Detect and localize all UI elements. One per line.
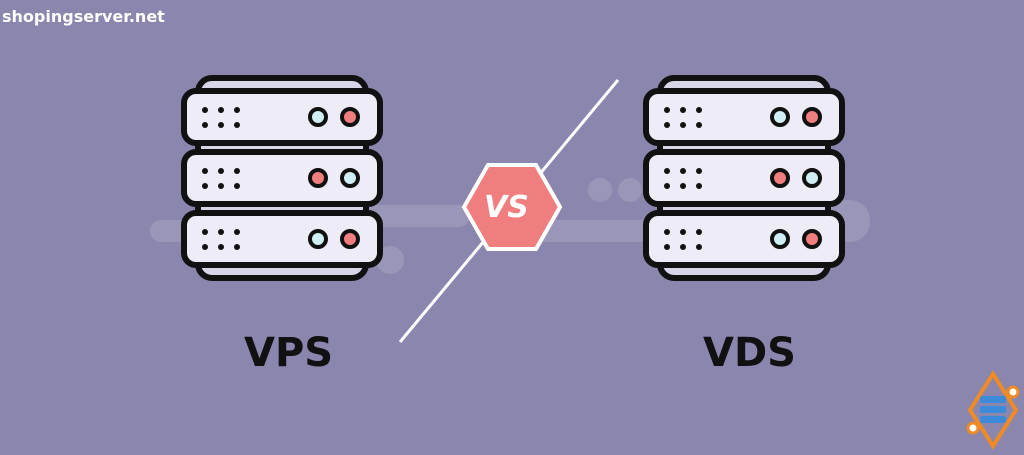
server-unit-2: [181, 149, 383, 207]
vps-server-icon: [181, 75, 383, 281]
vds-server-icon: [643, 75, 845, 281]
server-unit-1: [643, 88, 845, 146]
led-red: [340, 107, 360, 127]
led-blue: [308, 107, 328, 127]
led-red: [770, 168, 790, 188]
led-blue: [770, 229, 790, 249]
led-blue: [308, 229, 328, 249]
led-blue: [770, 107, 790, 127]
led-blue: [802, 168, 822, 188]
led-red: [340, 229, 360, 249]
server-unit-1: [181, 88, 383, 146]
server-unit-3: [643, 210, 845, 268]
brand-logo-icon: [966, 370, 1020, 450]
vps-label: VPS: [244, 330, 334, 376]
vs-label: VS: [484, 190, 529, 225]
led-red: [802, 107, 822, 127]
site-label: shopingserver.net: [2, 7, 165, 26]
vds-label: VDS: [703, 330, 796, 376]
led-blue: [340, 168, 360, 188]
vs-hexagon-badge: [461, 163, 563, 251]
led-red: [308, 168, 328, 188]
led-red: [802, 229, 822, 249]
server-unit-2: [643, 149, 845, 207]
server-unit-3: [181, 210, 383, 268]
